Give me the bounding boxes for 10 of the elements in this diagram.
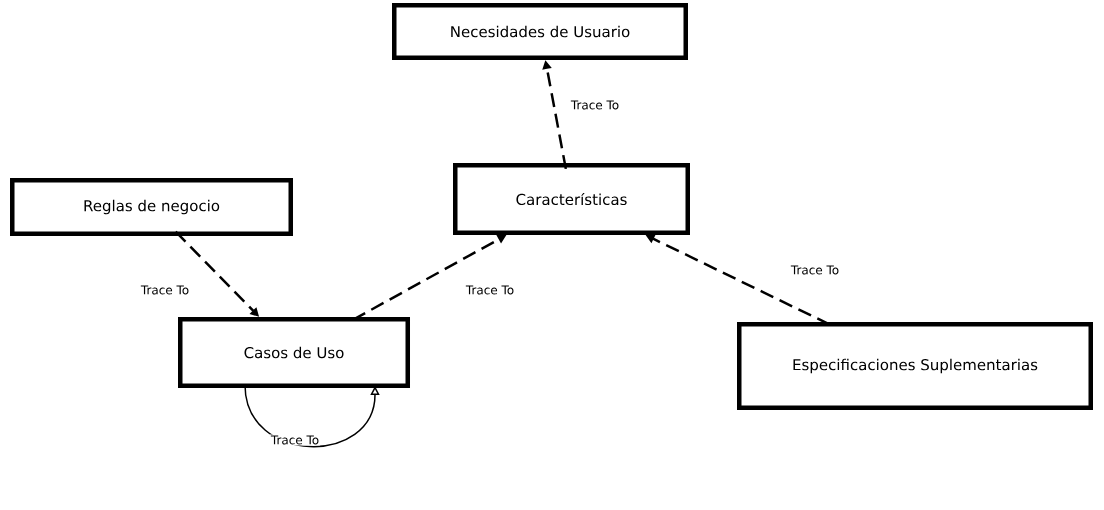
process-box: Características	[453, 163, 690, 235]
process-box: Casos de Uso	[178, 317, 410, 388]
edge-label: Trace To	[464, 284, 516, 296]
process-box: Especificaciones Suplementarias	[737, 322, 1093, 410]
edge-label: Trace To	[269, 434, 321, 446]
edge-label: Trace To	[789, 264, 841, 276]
edge-label: Trace To	[139, 284, 191, 296]
edge-label: Trace To	[569, 99, 621, 111]
process-box: Necesidades de Usuario	[392, 3, 688, 60]
process-box: Reglas de negocio	[10, 178, 293, 236]
